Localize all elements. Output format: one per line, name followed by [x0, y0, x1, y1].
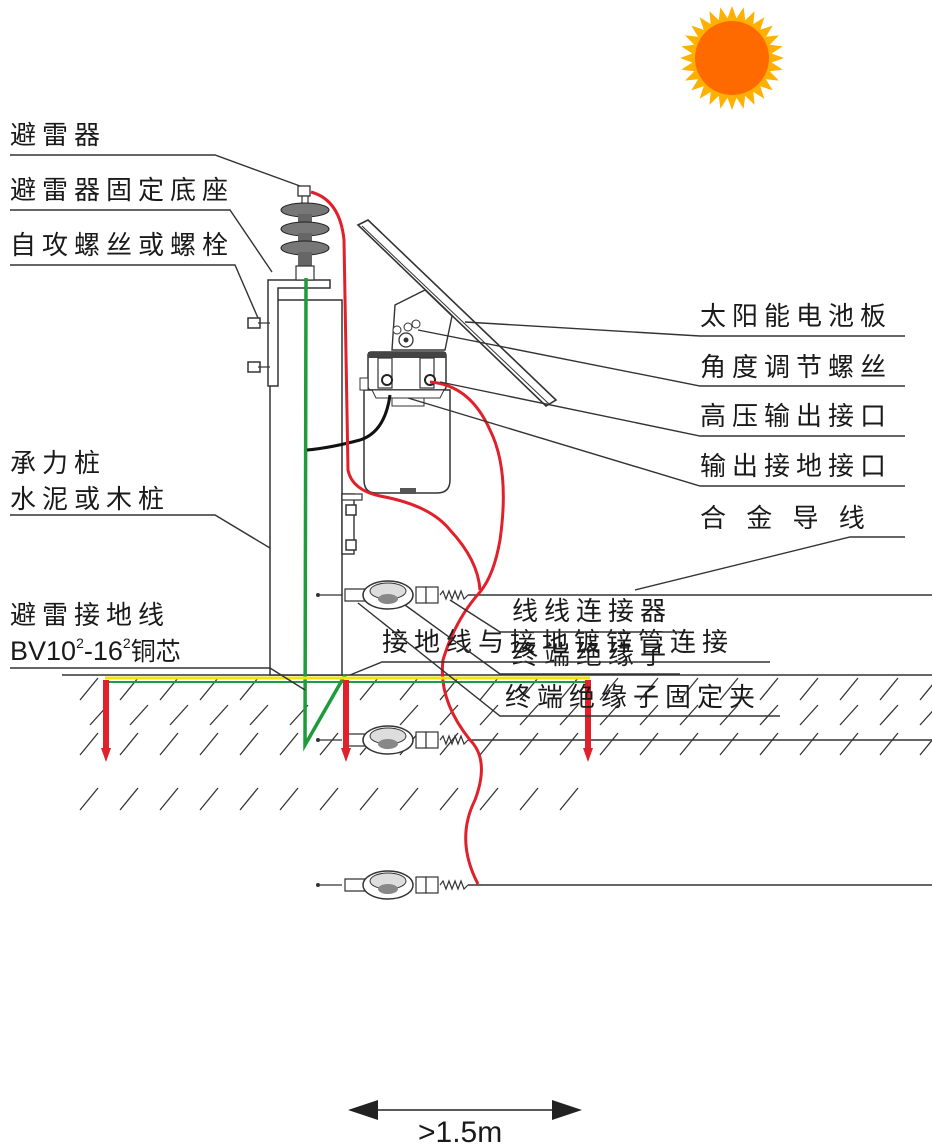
left-labels: 避雷器 避雷器固定底座 自攻螺丝或螺栓 承力桩 水泥或木桩 避雷接地线 BV10… — [10, 121, 234, 666]
fence-energizer — [359, 351, 451, 494]
arrester-live-wire — [310, 190, 482, 591]
label-alloy-wire: 合 金 导 线 — [700, 504, 871, 534]
label-ground-wire-spec: BV102-162铜芯 — [10, 635, 181, 666]
label-wire-connector: 线线连接器 — [512, 597, 672, 627]
label-arrester-base: 避雷器固定底座 — [10, 176, 234, 206]
right-labels: 太阳能电池板 角度调节螺丝 高压输出接口 输出接地接口 合 金 导 线 线线连接… — [382, 302, 892, 1146]
label-ground-output: 输出接地接口 — [700, 452, 892, 482]
insulator-set — [316, 580, 932, 900]
ground-rods — [101, 680, 593, 762]
angle-adjust-mount — [391, 289, 453, 351]
label-post-line2: 水泥或木桩 — [10, 485, 170, 515]
label-distance: >1.5m — [418, 1116, 502, 1146]
label-screws: 自攻螺丝或螺栓 — [10, 231, 234, 261]
ground-rod-tip — [101, 748, 111, 762]
label-angle-screw: 角度调节螺丝 — [700, 353, 892, 383]
energizer-bracket — [341, 493, 363, 555]
ground-rod-tip — [583, 748, 593, 762]
energizer-ground-cable — [306, 394, 392, 452]
insulator-row — [316, 870, 932, 900]
right-leaders — [349, 321, 905, 717]
label-ground-connection: 接地线与接地镀锌管连接 — [382, 628, 734, 658]
fence-live-wire — [429, 380, 505, 885]
ground-rod-tip — [341, 748, 351, 762]
ground — [62, 674, 932, 811]
arrester-bracket — [247, 279, 331, 387]
ground-rod — [103, 680, 109, 748]
label-insulator-clamp: 终端绝缘子固定夹 — [505, 683, 761, 713]
distance-dimension — [348, 1100, 582, 1120]
label-hv-output: 高压输出接口 — [700, 402, 892, 432]
left-leaders — [10, 154, 306, 691]
label-lightning-arrester: 避雷器 — [10, 121, 106, 151]
lightning-arrester — [280, 185, 330, 281]
label-ground-wire-line1: 避雷接地线 — [10, 601, 170, 631]
ground-rod — [343, 680, 349, 748]
insulator-row — [316, 725, 932, 755]
ground-rod — [585, 680, 591, 748]
ground-wire-green — [303, 277, 347, 752]
label-end-insulator: 终端绝缘子 — [512, 641, 672, 671]
solar-panel — [356, 219, 558, 408]
label-solar-panel: 太阳能电池板 — [700, 302, 892, 332]
insulator-row — [316, 580, 932, 610]
label-post-line1: 承力桩 — [10, 449, 106, 479]
sun-icon — [680, 6, 784, 110]
